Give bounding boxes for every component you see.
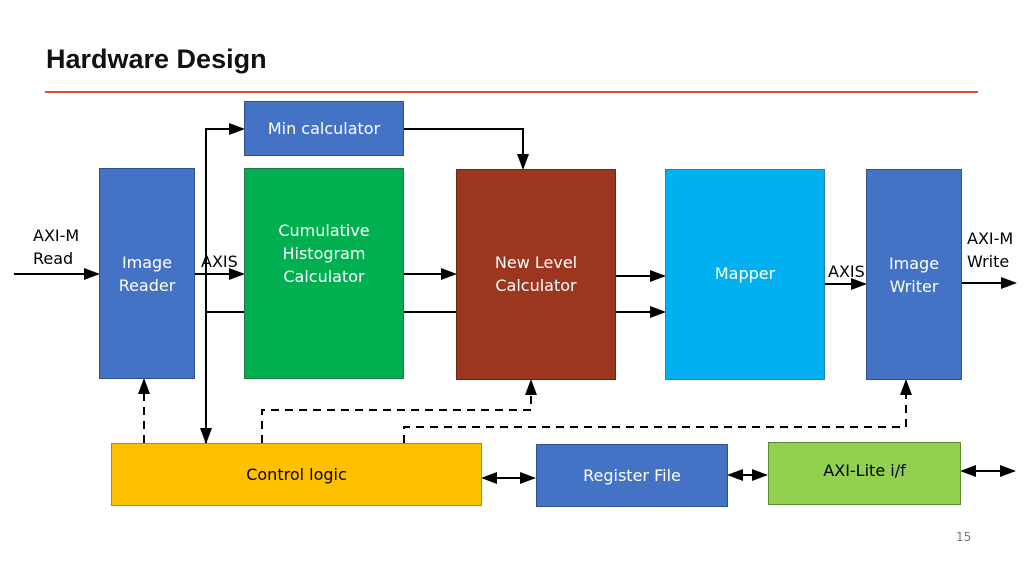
new-level-block: New Level Calculator	[456, 169, 616, 380]
axis-in-label: AXIS	[201, 252, 238, 271]
image-reader-block: Image Reader	[99, 168, 195, 379]
image-writer-block: Image Writer	[866, 169, 962, 380]
axis-out-label: AXIS	[828, 262, 865, 281]
control-newlevel-dashed	[261, 379, 537, 443]
page-number: 15	[956, 530, 972, 544]
min-to-newlevel-arrow	[403, 128, 529, 170]
mapper-block: Mapper	[665, 169, 825, 380]
control-logic-block: Control logic	[111, 443, 482, 506]
axi-read-label: AXI-M Read	[33, 226, 80, 268]
register-file-block: Register File	[536, 444, 728, 507]
control-writer-dashed	[403, 379, 912, 443]
axi-lite-block: AXI-Lite i/f	[768, 442, 961, 505]
title-divider	[45, 91, 978, 93]
cumulative-histogram-block: Cumulative Histogram Calculator	[244, 168, 404, 379]
page-title: Hardware Design	[46, 44, 267, 74]
min-calculator-block: Min calculator	[244, 101, 404, 156]
to-min-arrow	[205, 123, 245, 443]
axi-write-label: AXI-M Write	[967, 229, 1014, 271]
